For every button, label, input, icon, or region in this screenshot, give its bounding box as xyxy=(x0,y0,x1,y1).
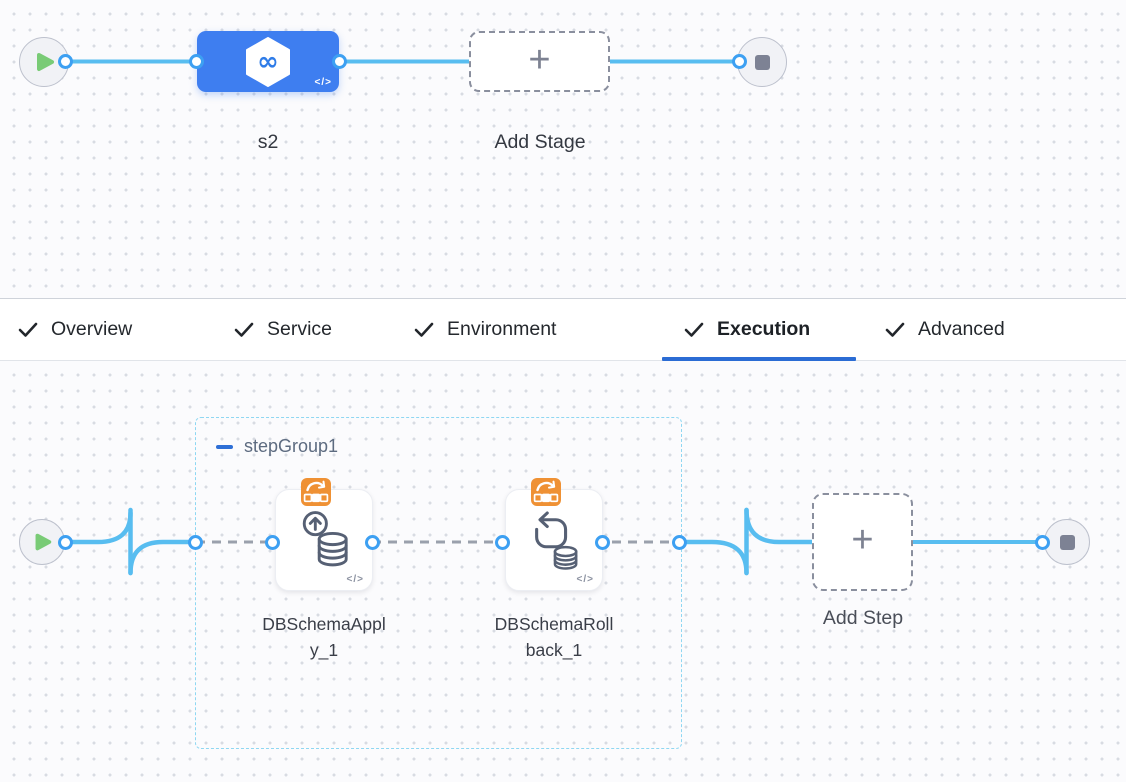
svg-text:∞: ∞ xyxy=(257,47,279,77)
tab-label: Execution xyxy=(717,318,811,340)
execution-canvas: stepGroup1 xyxy=(0,361,1126,782)
minus-icon xyxy=(215,444,233,449)
port-step1-in[interactable] xyxy=(265,534,280,550)
port-end-in[interactable] xyxy=(732,54,747,69)
step-label: DBSchemaApply_1 xyxy=(262,614,386,660)
harness-stage-icon: ∞ xyxy=(246,36,290,87)
add-step-button[interactable]: + xyxy=(812,493,913,591)
tab-service[interactable]: Service xyxy=(233,299,413,360)
step-node-dbschemaapply[interactable]: </> xyxy=(275,489,373,591)
check-icon xyxy=(17,320,39,339)
port-step2-out[interactable] xyxy=(595,534,610,550)
check-icon xyxy=(884,320,906,339)
tab-label: Advanced xyxy=(918,318,1005,340)
tab-label: Service xyxy=(267,318,333,340)
port-stage-in[interactable] xyxy=(189,54,204,69)
stage-label: s2 xyxy=(257,131,279,153)
code-icon[interactable]: </> xyxy=(314,77,332,88)
port-end-in[interactable] xyxy=(1035,534,1050,550)
play-icon xyxy=(35,533,52,551)
execution-start-node xyxy=(19,519,65,565)
tab-advanced[interactable]: Advanced xyxy=(884,299,1005,360)
port-stage-out[interactable] xyxy=(332,54,347,69)
plus-icon: + xyxy=(528,38,551,81)
step-group-label: stepGroup1 xyxy=(244,436,339,456)
tab-overview[interactable]: Overview xyxy=(17,299,233,360)
group-exit-connector xyxy=(677,507,815,576)
db-schema-apply-icon xyxy=(302,511,348,567)
code-icon[interactable]: </> xyxy=(576,574,594,585)
stage-config-tabbar: Overview Service Environment Execution A… xyxy=(0,298,1126,361)
rolling-strategy-badge-icon xyxy=(301,478,331,506)
check-icon xyxy=(413,320,435,339)
port-group-out[interactable] xyxy=(672,534,687,550)
add-stage-button[interactable]: + xyxy=(469,31,610,92)
step-group-header: stepGroup1 xyxy=(215,436,338,457)
tab-label: Environment xyxy=(447,318,557,340)
port-group-in[interactable] xyxy=(188,534,203,550)
check-icon xyxy=(233,320,255,339)
rolling-strategy-badge-icon xyxy=(531,478,561,506)
collapse-step-group-button[interactable] xyxy=(215,438,233,456)
add-step-label: Add Step xyxy=(822,607,904,629)
db-schema-rollback-icon xyxy=(535,511,578,570)
port-start-out[interactable] xyxy=(58,534,73,550)
tab-execution[interactable]: Execution xyxy=(662,299,884,361)
port-step2-in[interactable] xyxy=(495,534,510,550)
stage-canvas: ∞ </> + s2 Add Stage xyxy=(0,0,1126,298)
pipeline-end-node xyxy=(737,37,787,87)
plus-icon: + xyxy=(851,519,874,561)
port-start-out[interactable] xyxy=(58,54,73,69)
execution-end-node xyxy=(1044,519,1090,565)
code-icon[interactable]: </> xyxy=(346,574,364,585)
tab-environment[interactable]: Environment xyxy=(413,299,683,360)
step-group[interactable]: stepGroup1 xyxy=(195,417,682,749)
stop-icon xyxy=(1059,534,1075,550)
stop-icon xyxy=(754,54,770,70)
add-stage-label: Add Stage xyxy=(494,131,586,153)
stage-node-s2[interactable]: ∞ </> xyxy=(197,31,339,92)
port-step1-out[interactable] xyxy=(365,534,380,550)
play-icon xyxy=(37,53,54,71)
check-icon xyxy=(683,320,705,339)
group-entry-connector xyxy=(63,507,199,576)
tab-label: Overview xyxy=(51,318,133,340)
step-label: DBSchemaRollback_1 xyxy=(494,614,614,660)
